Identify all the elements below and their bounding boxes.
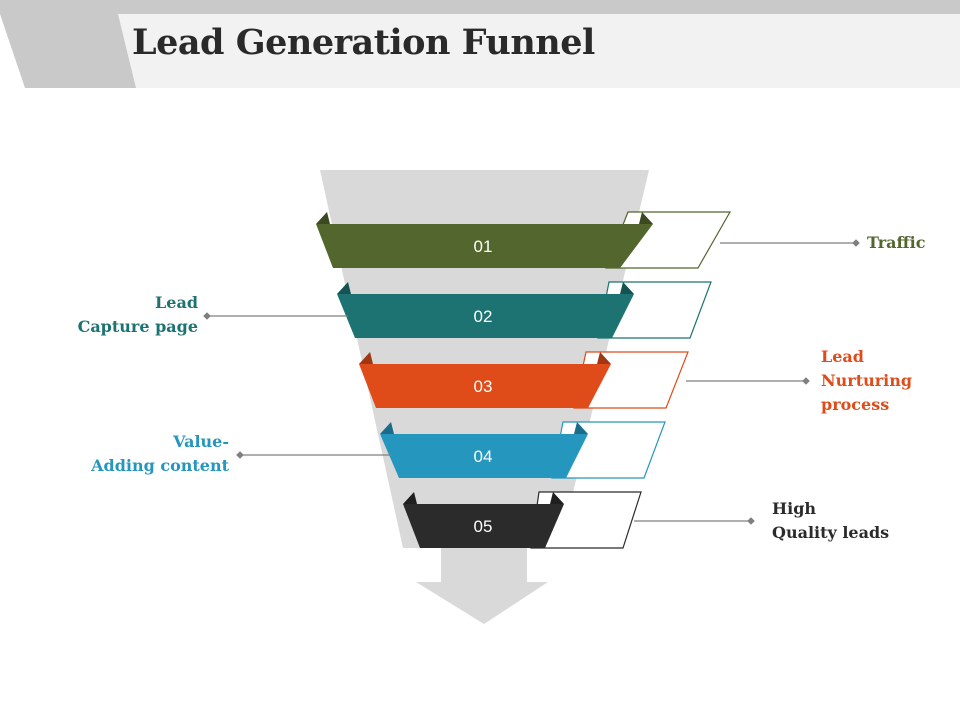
stage-01-right-fold [639,212,653,224]
stage-03-right-fold [597,352,611,364]
page-title: Lead Generation Funnel [132,22,595,63]
stage-04-label-line: Value- [173,432,229,451]
stage-02-number: 02 [474,307,493,326]
stage-02-label-line: Lead [155,293,198,312]
stage-02-connector-dot [203,312,211,320]
stage-05-left-fold [403,492,417,504]
stage-05-right-fold [550,492,564,504]
stage-02-band [337,294,634,338]
stage-05-number: 05 [474,517,493,536]
stage-05-label-line: High [772,499,817,518]
stage-03-left-fold [359,352,373,364]
stage-01-left-fold [316,212,330,224]
stage-02-right-fold [620,282,634,294]
stage-01-label: Traffic [867,231,926,255]
down-arrow [416,548,548,624]
stage-05-label-line: Quality leads [772,523,890,542]
stage-01-connector-dot [852,239,860,247]
stage-05-connector-dot [747,517,755,525]
header-left-tab [0,14,136,88]
stage-03-label-line: process [821,395,890,414]
stage-04-label: Value- Adding content [91,430,229,478]
stage-01-label-line: Traffic [867,233,926,252]
stage-01-number: 01 [474,237,493,256]
stage-04-connector-dot [236,451,244,459]
stage-03-label-line: Nurturing [821,371,913,390]
stage-04-number: 04 [474,447,493,466]
stage-05-band [403,504,564,548]
stage-01-band [316,224,653,268]
stage-04-label-line: Adding content [91,456,229,475]
stage-04-left-fold [380,422,394,434]
stage-03-number: 03 [474,377,493,396]
header-band [0,0,960,88]
header-top-strip [0,0,960,14]
stage-04-band [380,434,588,478]
stage-04-right-fold [574,422,588,434]
stage-03-label-line: Lead [821,347,864,366]
stage-02-left-fold [337,282,351,294]
stage-02-label-line: Capture page [77,317,198,336]
header-title-background [118,14,960,88]
stage-03-connector-dot [802,377,810,385]
stage-03-band [359,364,611,408]
